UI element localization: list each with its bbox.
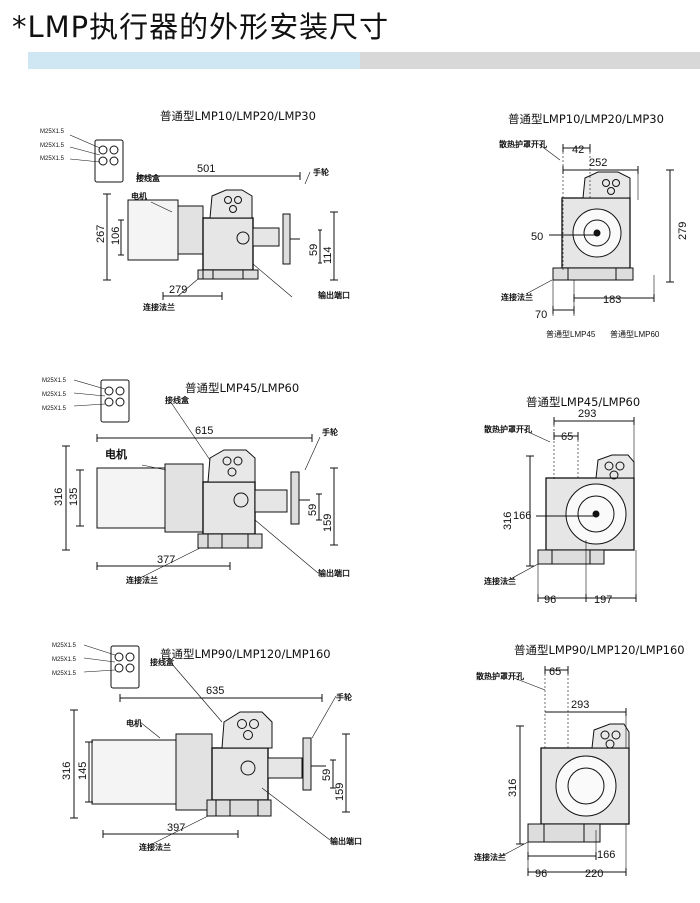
p3-dim-shaft-h: 159 [322,514,334,532]
page-title: *LMP执行器的外形安装尺寸 [12,10,390,44]
p5-gland-label-3: M25X1.5 [52,671,77,677]
p4-dim-center: 166 [513,510,531,522]
p5-dim-shaft: 59 [321,769,333,781]
p6-dim-center: 166 [597,849,615,861]
gland-box [94,139,124,183]
p4-dim-height: 316 [502,512,514,530]
p3-gland-label-1: M25X1.5 [42,378,67,384]
p1-dim-height: 267 [95,225,107,243]
p5-junction-box-label: 接线盒 [150,657,175,667]
p3-dim-motor: 135 [68,488,80,506]
panel2-drawing: 散热护罩开孔 连接法兰 42 252 50 279 183 70 普通型LMP4… [499,139,689,339]
p5-gland-label-2: M25X1.5 [52,657,77,663]
panel4-front-view: 散热护罩开孔 连接法兰 293 65 316 166 96 197 [484,408,637,606]
p5-output-label: 输出端口 [330,836,362,846]
p1-flange-label: 连接法兰 [143,302,175,312]
p3-output-label: 输出端口 [318,568,350,578]
panel3-drawing: M25X1.5 M25X1.5 M25X1.5 接线盒 电机 手轮 连接法兰 输… [42,378,350,585]
p1-dim-length: 501 [197,163,215,175]
p4-dim-width: 293 [578,408,596,420]
p5-dim-base: 397 [167,822,185,834]
panel1-title: 普通型LMP10/LMP20/LMP30 [160,109,316,123]
p4-dim-right: 197 [594,594,612,606]
p4-fan-cover-label: 散热护罩开孔 [484,424,532,434]
panel2-title: 普通型LMP10/LMP20/LMP30 [508,112,664,126]
p5-flange-label: 连接法兰 [139,842,171,852]
p1-dim-shaft: 59 [308,244,320,256]
p4-dim-top: 65 [561,431,573,443]
panel6-title: 普通型LMP90/LMP120/LMP160 [514,643,685,657]
p1-junction-box-label: 接线盒 [136,173,161,183]
p5-gland-label-1: M25X1.5 [52,643,77,649]
p2-dim-height: 279 [677,222,689,240]
p2-fan-cover-label: 散热护罩开孔 [499,139,547,149]
p3-gland-label-2: M25X1.5 [42,392,67,398]
p1-dim-shaft-h: 114 [322,246,334,264]
p1-gland-label-2: M25X1.5 [40,143,65,149]
title-underline-accent [28,52,360,69]
p6-flange-label: 连接法兰 [474,852,506,862]
panel1-drawing: M25X1.5 M25X1.5 M25X1.5 接线盒 电机 手轮 连接法兰 输… [40,129,350,312]
p2-flange-label: 连接法兰 [501,292,533,302]
p3-dim-length: 615 [195,425,213,437]
p4-dim-left: 96 [544,594,556,606]
p1-gland-label-3: M25X1.5 [40,156,65,162]
panel3-title: 普通型LMP45/LMP60 [185,381,300,395]
p6-dim-height: 316 [507,779,519,797]
p1-handwheel-label: 手轮 [313,167,329,177]
p5-motor-label: 电机 [126,718,142,728]
panel3-side-view: M25X1.5 M25X1.5 M25X1.5 接线盒 电机 手轮 连接法兰 输… [0,0,360,600]
p3-handwheel-label: 手轮 [322,427,338,437]
p5-dim-shaft-h: 159 [334,783,346,801]
p2-dim-right: 183 [603,294,621,306]
panel1-side-view: M25X1.5 M25X1.5 M25X1.5 接线盒 电机 手轮 连接法兰 输… [0,0,360,330]
motor-body [127,199,179,261]
p6-dim-right: 220 [585,868,603,880]
p2-dim-center: 50 [531,231,543,243]
p1-motor-label: 电机 [131,191,147,201]
p3-dim-base: 377 [157,554,175,566]
p1-dim-base: 279 [169,284,187,296]
p4-flange-label: 连接法兰 [484,576,516,586]
p2-dim-left: 70 [535,309,547,321]
p3-dim-shaft: 59 [307,504,319,516]
p3-motor-label: 电机 [105,447,127,461]
p6-dim-top: 65 [549,666,561,678]
p6-fan-cover-label: 散热护罩开孔 [476,671,524,681]
p1-output-label: 输出端口 [318,290,350,300]
p5-dim-motor: 145 [77,762,89,780]
p2-dim-top: 42 [572,144,584,156]
p1-gland-label-1: M25X1.5 [40,129,65,135]
p3-dim-height: 316 [53,488,65,506]
p3-flange-label: 连接法兰 [126,575,158,585]
gland-hole [98,145,108,155]
p3-junction-box-label: 接线盒 [165,395,190,405]
panel4-drawing: 散热护罩开孔 连接法兰 293 65 316 166 96 197 [484,408,637,606]
panel5-side-view: M25X1.5 M25X1.5 M25X1.5 接线盒 电机 手轮 连接法兰 输… [52,643,362,852]
title-underline-bar [28,52,700,69]
panel4-title: 普通型LMP45/LMP60 [526,395,641,409]
panel5-title: 普通型LMP90/LMP120/LMP160 [160,647,331,661]
p5-handwheel-label: 手轮 [336,692,352,702]
p2-dim-width: 252 [589,157,607,169]
p5-dim-length: 635 [206,685,224,697]
p3-gland-label-3: M25X1.5 [42,406,67,412]
p5-dim-height: 316 [61,762,73,780]
panel5-drawing: M25X1.5 M25X1.5 M25X1.5 接线盒 电机 手轮 连接法兰 输… [52,643,362,852]
p6-dim-left: 96 [535,868,547,880]
p1-dim-motor: 106 [110,227,122,245]
panel2-front-view: 散热护罩开孔 连接法兰 42 252 50 279 183 70 普通型LMP4… [0,0,700,350]
p2-caption-a: 普通型LMP45 [546,329,596,339]
p2-caption-b: 普通型LMP60 [610,329,660,339]
p6-dim-width: 293 [571,699,589,711]
